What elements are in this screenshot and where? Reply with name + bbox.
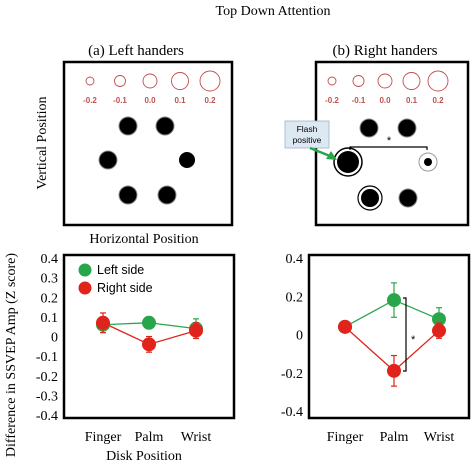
size-ring-3 (171, 72, 189, 90)
chart-a-ytick-label: -0.4 (36, 409, 58, 424)
legend-left-side-label: Left side (97, 263, 144, 277)
chart-a-point (142, 337, 156, 352)
panel-a-size-scale: -0.2 -0.1 0.0 0.1 0.2 (83, 70, 221, 105)
disk-wrist-right (398, 188, 418, 208)
size-ring-1 (352, 75, 365, 87)
chart-b-yticks: 0.4 0.2 0 -0.2 -0.4 (281, 252, 303, 420)
chart-b-ytick-label: 0.4 (286, 252, 304, 267)
disk-finger-left (359, 118, 379, 138)
size-label-1: -0.1 (352, 96, 366, 105)
chart-a-point (142, 315, 156, 330)
figure-title: Top Down Attention (216, 4, 331, 19)
size-label-4: 0.2 (432, 96, 444, 105)
panel-b-frame (314, 60, 470, 227)
size-label-0: -0.2 (83, 96, 97, 105)
callout-arrow-shaft (309, 146, 331, 158)
chart-a-xtick-label: Palm (135, 430, 164, 445)
size-ring-2 (142, 73, 158, 89)
size-ring-1 (114, 75, 126, 87)
panel-a-horizontal-label: Horizontal Position (89, 232, 198, 247)
chart-b-frame (307, 253, 471, 420)
disk-wrist-left (361, 189, 379, 207)
callout-arrow-head (326, 151, 337, 160)
significance-star-top: * (387, 135, 392, 147)
chart-a-ytick-label: 0 (51, 331, 58, 346)
panel-b-label: (b) Right handers (333, 43, 438, 59)
legend-right-side-marker (78, 281, 92, 295)
chart-b-ytick-label: -0.4 (281, 405, 303, 420)
chart-b: 0.4 0.2 0 -0.2 -0.4 Finger Palm Wrist * (281, 252, 471, 445)
chart-b-point (338, 319, 352, 334)
panel-a-frame (62, 60, 234, 227)
panel-a-label: (a) Left handers (88, 43, 184, 59)
chart-a-point (96, 315, 110, 330)
panel-a-vertical-label: Vertical Position (35, 97, 50, 190)
legend-left-side-marker (78, 263, 92, 277)
size-ring-3 (402, 72, 421, 90)
disk-palm-left (337, 151, 359, 173)
chart-a: 0.4 0.3 0.2 0.1 0 -0.1 -0.2 -0.3 -0.4 Finger Palm… (36, 252, 236, 445)
panel-b-size-scale: -0.2 -0.1 0.0 0.1 0.2 (325, 70, 449, 105)
size-ring-0 (327, 76, 337, 86)
size-label-2: 0.0 (379, 96, 391, 105)
chart-a-point (189, 323, 203, 338)
chart-a-xtick-label: Finger (85, 430, 122, 445)
chart-b-point (432, 323, 446, 338)
chart-b-ytick-label: -0.2 (281, 367, 303, 382)
disk-palm-left (98, 150, 118, 170)
disk-finger-right (155, 116, 175, 136)
significance-star-bottom: * (411, 334, 416, 346)
significance-bracket-top: * (349, 135, 428, 150)
callout-line-1: Flash (297, 124, 318, 134)
size-label-1: -0.1 (113, 96, 127, 105)
chart-a-ytick-label: -0.3 (36, 389, 58, 404)
size-ring-2 (377, 73, 393, 89)
chart-b-series (338, 282, 446, 387)
significance-bracket-bottom: * (403, 297, 416, 372)
size-ring-4 (427, 70, 449, 92)
chart-a-legend: Left side Right side (78, 263, 153, 295)
chart-b-ytick-label: 0.2 (286, 290, 304, 305)
chart-a-yticks: 0.4 0.3 0.2 0.1 0 -0.1 -0.2 -0.3 -0.4 (36, 252, 58, 424)
chart-b-point (387, 293, 401, 308)
disk-wrist-left (118, 185, 138, 205)
chart-b-point (432, 312, 446, 327)
size-label-2: 0.0 (144, 96, 156, 105)
flash-positive-callout: Flash positive (284, 120, 337, 160)
disk-palm-right (179, 152, 195, 168)
disk-palm-right (424, 158, 432, 166)
chart-a-ytick-label: -0.1 (36, 350, 58, 365)
chart-b-xtick-label: Palm (380, 430, 409, 445)
chart-b-ytick-label: 0 (296, 329, 303, 344)
legend-right-side-label: Right side (97, 281, 153, 295)
chart-b-xtick-label: Wrist (424, 430, 455, 445)
chart-a-ytick-label: 0.4 (41, 252, 59, 267)
chart-a-xtick-label: Wrist (181, 430, 212, 445)
size-label-0: -0.2 (325, 96, 339, 105)
chart-a-ytick-label: -0.2 (36, 370, 58, 385)
chart-a-series (96, 312, 203, 353)
disk-finger-right (397, 118, 417, 138)
chart-b-point (387, 363, 401, 378)
size-ring-4 (199, 70, 221, 92)
disk-wrist-right (157, 185, 177, 205)
chart-a-ytick-label: 0.1 (41, 311, 59, 326)
size-label-4: 0.2 (204, 96, 216, 105)
chart-a-xticks: Finger Palm Wrist (85, 430, 212, 445)
disk-finger-left (118, 116, 138, 136)
size-label-3: 0.1 (174, 96, 186, 105)
size-label-3: 0.1 (406, 96, 418, 105)
chart-a-frame (62, 253, 236, 420)
callout-line-2: positive (293, 135, 322, 145)
panel-b-disks (333, 118, 438, 211)
size-ring-0 (85, 76, 95, 86)
shared-x-label: Disk Position (106, 449, 182, 464)
chart-b-xticks: Finger Palm Wrist (327, 430, 455, 445)
chart-a-ytick-label: 0.2 (41, 291, 59, 306)
chart-b-xtick-label: Finger (327, 430, 364, 445)
panel-a-disks (98, 116, 195, 205)
chart-a-ytick-label: 0.3 (41, 272, 59, 287)
shared-y-label: Difference in SSVEP Amp (Z score) (4, 253, 19, 457)
